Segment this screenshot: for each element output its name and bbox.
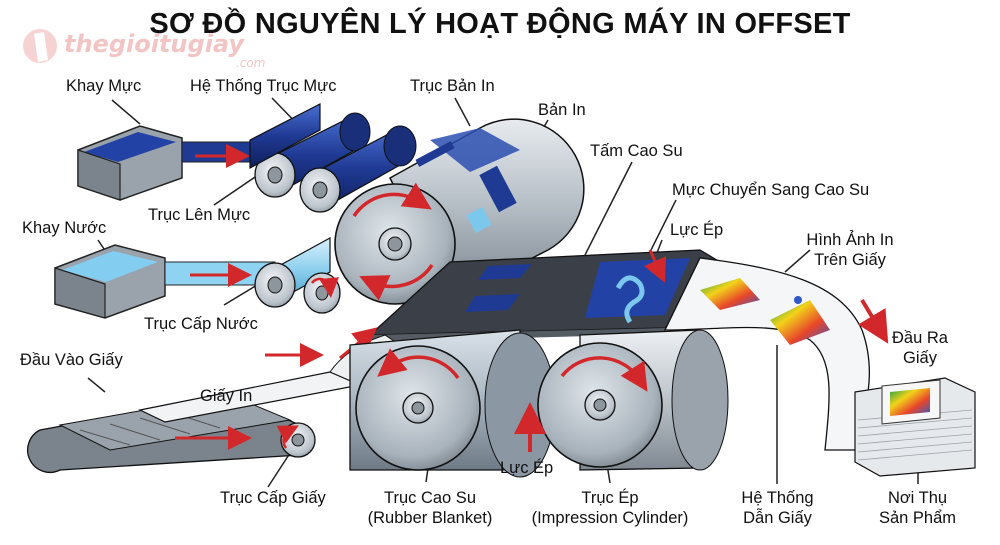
blanket-cylinder xyxy=(349,329,556,478)
label-hinh-anh-in-line2: Trên Giấy xyxy=(814,251,886,269)
label-he-thong-dan-giay: Hệ Thống Dẫn Giấy xyxy=(725,488,830,528)
label-luc-ep-bottom: Lực Ép xyxy=(500,459,554,477)
page-title: SƠ ĐỒ NGUYÊN LÝ HOẠT ĐỘNG MÁY IN OFFSET xyxy=(149,8,851,40)
label-muc-chuyen-sang-cao-su: Mực Chuyển Sang Cao Su xyxy=(672,181,870,199)
watermark-text: thegioitugiay xyxy=(64,30,245,58)
label-dau-vao-giay: Đầu Vào Giấy xyxy=(20,351,123,369)
label-dau-ra-giay: Đầu Ra Giấy xyxy=(870,328,970,368)
ink-roller-2 xyxy=(299,125,417,213)
label-he-thong-dan-line1: Hệ Thống xyxy=(741,489,814,507)
label-truc-cao-su-line2: (Rubber Blanket) xyxy=(367,509,493,527)
label-he-thong-dan-line2: Dẫn Giấy xyxy=(743,509,812,527)
water-roller-2 xyxy=(303,272,341,314)
ink-roller-1 xyxy=(254,112,371,198)
label-hinh-anh-in: Hình Ảnh In Trên Giấy xyxy=(780,230,920,270)
label-khay-nuoc: Khay Nước xyxy=(22,219,107,237)
label-truc-cap-nuoc: Trục Cấp Nước xyxy=(144,315,258,333)
label-truc-ep-line2: (Impression Cylinder) xyxy=(531,509,689,527)
water-tray xyxy=(54,244,276,319)
label-noi-thu-line1: Nơi Thụ xyxy=(887,489,948,507)
label-truc-ep: Trục Ép (Impression Cylinder) xyxy=(520,488,700,528)
label-khay-muc: Khay Mực xyxy=(66,77,142,95)
label-he-thong-truc-muc: Hệ Thống Trục Mực xyxy=(190,77,337,95)
label-truc-cao-su-line1: Trục Cao Su xyxy=(383,489,476,507)
label-luc-ep-top: Lực Ép xyxy=(670,221,724,239)
label-dau-ra-line2: Giấy xyxy=(903,349,937,367)
output-stack xyxy=(854,377,976,477)
impression-cylinder xyxy=(537,329,729,471)
water-roller-1 xyxy=(254,236,331,308)
watermark-subtext: .com xyxy=(236,56,266,70)
label-giay-in: Giấy In xyxy=(200,387,253,405)
label-tam-cao-su: Tấm Cao Su xyxy=(590,142,683,160)
printed-paper xyxy=(663,257,889,451)
plate-cylinder xyxy=(334,118,585,305)
label-truc-ep-line1: Trục Ép xyxy=(581,489,639,507)
watermark-icon xyxy=(23,29,57,63)
ink-roller-3 xyxy=(249,103,321,170)
label-truc-cao-su: Trục Cao Su (Rubber Blanket) xyxy=(350,488,510,528)
label-truc-len-muc: Trục Lên Mực xyxy=(148,206,251,224)
label-hinh-anh-in-line1: Hình Ảnh In xyxy=(806,231,894,249)
ink-tray xyxy=(77,125,276,201)
label-ban-in: Bản In xyxy=(538,101,586,119)
label-dau-ra-line1: Đầu Ra xyxy=(892,329,948,347)
label-noi-thu-line2: Sản Phẩm xyxy=(878,509,957,527)
label-noi-thu-san-pham: Nơi Thụ Sản Phẩm xyxy=(865,488,970,528)
watermark-logo xyxy=(22,20,272,78)
label-truc-ban-in: Trục Bản In xyxy=(410,77,495,95)
label-truc-cap-giay: Trục Cấp Giấy xyxy=(220,489,326,507)
pressure-arrow-top xyxy=(644,249,666,283)
